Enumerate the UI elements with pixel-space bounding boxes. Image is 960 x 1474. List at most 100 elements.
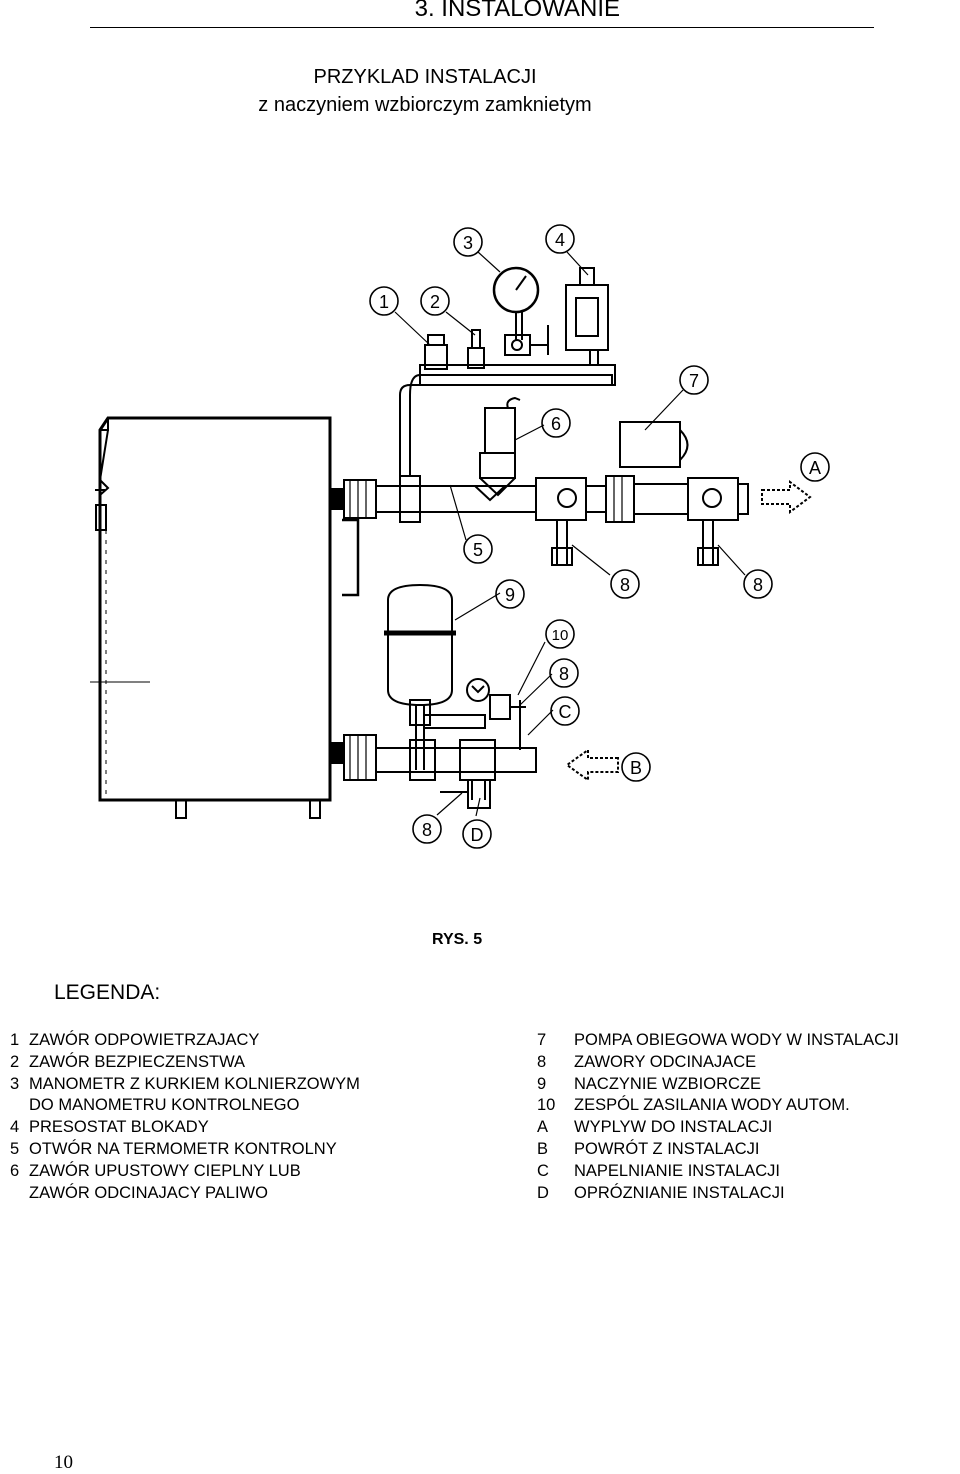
svg-text:8: 8 <box>620 575 630 595</box>
legend-text: POMPA OBIEGOWA WODY W INSTALACJI <box>574 1031 899 1049</box>
legend-key: 5 <box>10 1139 20 1158</box>
svg-text:8: 8 <box>753 575 763 595</box>
legend-item: B POWRÓT Z INSTALACJI <box>537 1139 960 1161</box>
legend-item: 6 ZAWÓR UPUSTOWY CIEPLNY LUB <box>10 1161 530 1183</box>
legend-key: 4 <box>10 1118 20 1137</box>
legend-text: DO MANOMETRU KONTROLNEGO <box>29 1096 300 1115</box>
legend-item: 5 OTWÓR NA TERMOMETR KONTROLNY <box>10 1139 530 1161</box>
heading-line1: PRZYKLAD INSTALACJI <box>313 66 537 88</box>
legend-item: C NAPELNIANIE INSTALACJI <box>537 1161 960 1183</box>
legend-left-column: 1 ZAWÓR ODPOWIETRZAJACY 2 ZAWÓR BEZPIECZEN… <box>10 1030 530 1204</box>
legend-key: B <box>537 1139 549 1158</box>
callout-2: 2 <box>420 286 450 316</box>
legend-item: A WYPLYW DO INSTALACJI <box>537 1117 960 1139</box>
legend-key: 6 <box>10 1161 20 1180</box>
legend-key: 1 <box>10 1031 20 1049</box>
page-number: 10 <box>54 1452 73 1473</box>
legend-text: NAPELNIANIE INSTALACJI <box>574 1161 781 1180</box>
section-title: 3. INSTALOWANIE <box>414 0 620 22</box>
svg-text:1: 1 <box>379 292 389 312</box>
callout-D: D <box>462 819 492 849</box>
legend-key: 10 <box>537 1096 556 1115</box>
legend-text: PRESOSTAT BLOKADY <box>29 1118 209 1137</box>
legend-text: ZAWÓR ODPOWIETRZAJACY <box>29 1031 260 1049</box>
callout-A: A <box>800 452 830 482</box>
callouts: 1 2 3 4 5 6 7 8 8 8 8 9 10 A B C D <box>369 224 830 849</box>
callout-3: 3 <box>453 227 483 257</box>
svg-text:9: 9 <box>505 585 515 605</box>
legend-text: ZAWÓR UPUSTOWY CIEPLNY LUB <box>29 1161 301 1180</box>
legend-key: D <box>537 1183 549 1202</box>
svg-text:8: 8 <box>422 820 432 840</box>
legend-item: D OPRÓZNIANIE INSTALACJI <box>537 1183 960 1205</box>
legend-text: ZESPÓL ZASILANIA WODY AUTOM. <box>574 1096 850 1115</box>
callout-8a: 8 <box>610 569 640 599</box>
svg-text:C: C <box>559 702 572 722</box>
legend-item: DO MANOMETRU KONTROLNEGO <box>10 1095 530 1117</box>
leader-lines <box>394 251 746 817</box>
legend-right-column: 7 POMPA OBIEGOWA WODY W INSTALACJI 8 ZAWOR… <box>537 1030 960 1204</box>
installation-diagram: 1 2 3 4 5 6 7 8 8 8 8 9 10 A B C D <box>90 224 830 849</box>
legend-text: OTWÓR NA TERMOMETR KONTROLNY <box>29 1139 337 1158</box>
legend-text: OPRÓZNIANIE INSTALACJI <box>574 1183 785 1202</box>
callout-8b: 8 <box>743 569 773 599</box>
legend-item: 10 ZESPÓL ZASILANIA WODY AUTOM. <box>537 1095 960 1117</box>
svg-text:A: A <box>809 458 821 478</box>
return-pipe <box>330 734 537 809</box>
legend-text: WYPLYW DO INSTALACJI <box>574 1118 773 1137</box>
callout-5: 5 <box>463 534 493 564</box>
callout-1: 1 <box>369 286 399 316</box>
legend-key: C <box>537 1161 549 1180</box>
legend-text: NACZYNIE WZBIORCZE <box>574 1074 762 1093</box>
svg-text:D: D <box>471 825 484 845</box>
legend-item: 8 ZAWORY ODCINAJACE <box>537 1052 960 1074</box>
svg-text:2: 2 <box>430 292 440 312</box>
supply-pipe <box>330 475 749 566</box>
flow-arrows <box>565 480 812 782</box>
legend-item: 9 NACZYNIE WZBIORCZE <box>537 1074 960 1096</box>
boiler <box>90 416 360 819</box>
legend-text: ZAWORY ODCINAJACE <box>574 1052 757 1071</box>
svg-text:4: 4 <box>555 230 565 250</box>
heading-line2: z naczyniem wzbiorczym zamknietym <box>258 94 592 116</box>
svg-text:6: 6 <box>551 414 561 434</box>
svg-text:8: 8 <box>559 664 569 684</box>
svg-text:10: 10 <box>552 627 569 644</box>
callout-9: 9 <box>495 579 525 609</box>
legend-key: A <box>537 1118 549 1137</box>
legend-item: 7 POMPA OBIEGOWA WODY W INSTALACJI <box>537 1030 960 1052</box>
legend-title: LEGENDA: <box>54 981 161 1004</box>
callout-4: 4 <box>545 224 575 254</box>
callout-6: 6 <box>541 408 571 438</box>
legend-item: 3 MANOMETR Z KURKIEM KOLNIERZOWYM <box>10 1074 530 1096</box>
legend-item: 2 ZAWÓR BEZPIECZENSTWA <box>10 1052 530 1074</box>
legend-text: POWRÓT Z INSTALACJI <box>574 1139 760 1158</box>
legend-key <box>10 1183 29 1205</box>
callout-C: C <box>550 696 580 726</box>
figure-label: RYS. 5 <box>432 931 483 948</box>
svg-text:3: 3 <box>463 233 473 253</box>
svg-text:5: 5 <box>473 540 483 560</box>
legend-key: 9 <box>537 1074 547 1093</box>
legend-text: ZAWÓR ODCINAJACY PALIWO <box>29 1183 268 1202</box>
svg-text:7: 7 <box>689 371 699 391</box>
legend-key <box>10 1095 29 1117</box>
legend-key: 8 <box>537 1052 547 1071</box>
callout-7: 7 <box>679 365 709 395</box>
callout-8c: 8 <box>549 658 579 688</box>
callout-10: 10 <box>545 619 575 649</box>
legend-text: ZAWÓR BEZPIECZENSTWA <box>29 1052 246 1071</box>
title-rule <box>90 27 874 28</box>
legend-item: ZAWÓR ODCINAJACY PALIWO <box>10 1183 530 1205</box>
callout-B: B <box>621 752 651 782</box>
svg-text:B: B <box>630 758 642 778</box>
legend-item: 1 ZAWÓR ODPOWIETRZAJACY <box>10 1030 530 1052</box>
legend-key: 3 <box>10 1074 20 1093</box>
safety-group <box>399 266 616 476</box>
legend-text: MANOMETR Z KURKIEM KOLNIERZOWYM <box>29 1074 360 1093</box>
valve-and-pump <box>479 396 689 497</box>
callout-8d: 8 <box>412 814 442 844</box>
legend-item: 4 PRESOSTAT BLOKADY <box>10 1117 530 1139</box>
legend-key: 2 <box>10 1052 20 1071</box>
legend-key: 7 <box>537 1031 547 1049</box>
